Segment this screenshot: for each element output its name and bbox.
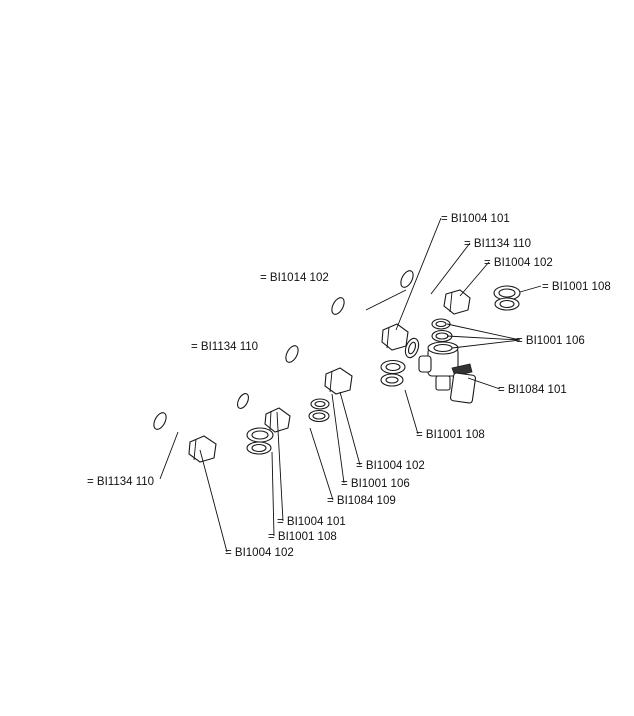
lower-middle-j-bend-tube bbox=[235, 393, 329, 443]
label-low-bi1004-101: = BI1004 101 bbox=[277, 516, 346, 528]
label-low-bi1001-108: = BI1001 108 bbox=[268, 531, 337, 543]
top-nut-bi1004-101 bbox=[381, 323, 409, 351]
label-mid-bi1004-102: = BI1004 102 bbox=[356, 460, 425, 472]
label-mid-bi1134-110: = BI1134 110 bbox=[191, 341, 258, 353]
middle-j-bend-tube bbox=[283, 345, 405, 411]
top-nut-bi1004-102 bbox=[443, 289, 471, 315]
label-top-bi1001-108: = BI1001 108 bbox=[542, 281, 611, 293]
middle-washer-bi1001-108 bbox=[380, 359, 406, 387]
bottom-nut-bi1004-102 bbox=[188, 435, 217, 463]
lower-middle-washers bbox=[308, 398, 330, 423]
middle-nut-bi1004-102 bbox=[324, 367, 353, 395]
label-top-bi1014-102: = BI1014 102 bbox=[260, 272, 329, 284]
label-top-bi1001-106: = BI1001 106 bbox=[516, 335, 585, 347]
bottom-washer-bi1001-108 bbox=[246, 427, 274, 455]
label-low-bi1004-102: = BI1004 102 bbox=[225, 547, 294, 559]
label-top-bi1004-102: = BI1004 102 bbox=[484, 257, 553, 269]
label-low-bi1134-110: = BI1134 110 bbox=[87, 476, 154, 488]
ball-valve-bi1084-101 bbox=[418, 341, 477, 404]
leader-lines bbox=[159, 217, 542, 553]
bottom-j-bend-tube bbox=[151, 412, 273, 479]
label-mid-bi1001-106: = BI1001 106 bbox=[341, 478, 410, 490]
label-mid-bi1084-109: = BI1084 109 bbox=[327, 495, 396, 507]
label-top-bi1004-101: = BI1004 101 bbox=[441, 213, 510, 225]
top-j-bend-tube bbox=[398, 270, 517, 334]
label-mid-bi1001-108: = BI1001 108 bbox=[416, 429, 485, 441]
top-washer-bi1001-108 bbox=[493, 285, 521, 311]
label-top-bi1084-101: = BI1084 101 bbox=[498, 384, 567, 396]
label-top-bi1134-110: = BI1134 110 bbox=[464, 238, 531, 250]
